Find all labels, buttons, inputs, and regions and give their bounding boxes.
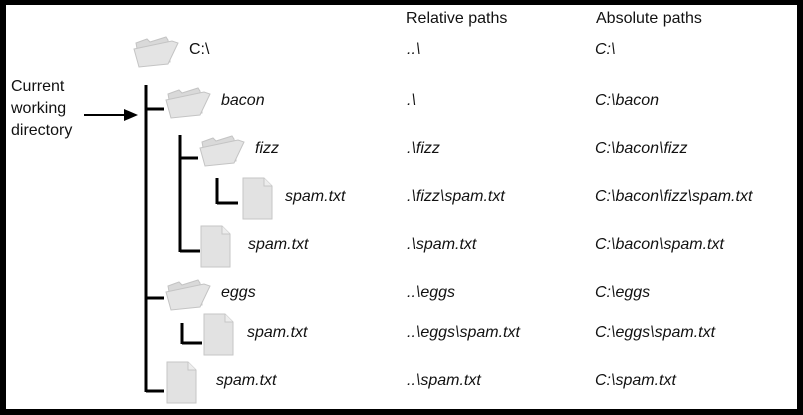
absolute-path: C:\bacon bbox=[595, 92, 660, 109]
tree-node-name: C:\ bbox=[189, 41, 210, 58]
relative-path: ..\eggs\spam.txt bbox=[407, 324, 520, 341]
relative-path: .\fizz\spam.txt bbox=[407, 188, 505, 205]
tree-node-name: spam.txt bbox=[216, 372, 277, 389]
cwd-label-line-2: working bbox=[11, 100, 67, 117]
relative-path: ..\eggs bbox=[407, 284, 456, 301]
absolute-path: C:\ bbox=[595, 41, 616, 58]
folder-icon bbox=[198, 133, 248, 172]
relative-paths-header: Relative paths bbox=[406, 10, 508, 27]
tree-lines bbox=[84, 85, 238, 393]
file-icon bbox=[200, 225, 232, 274]
folder-icon bbox=[164, 85, 214, 124]
absolute-path: C:\eggs bbox=[595, 284, 651, 301]
folder-icon bbox=[164, 277, 214, 316]
file-icon bbox=[203, 313, 235, 362]
file-icon bbox=[166, 361, 198, 409]
cwd-arrow-head bbox=[124, 109, 138, 121]
cwd-label-line-1: Current bbox=[11, 78, 65, 95]
tree-node-name: spam.txt bbox=[285, 188, 346, 205]
relative-path: ..\spam.txt bbox=[407, 372, 481, 389]
file-icon bbox=[242, 177, 274, 226]
relative-path: .\ bbox=[407, 92, 416, 109]
tree-node-name: fizz bbox=[255, 140, 279, 157]
relative-path: .\spam.txt bbox=[407, 236, 477, 253]
directory-diagram: Relative paths Absolute paths Current wo… bbox=[6, 5, 797, 409]
tree-node-name: spam.txt bbox=[248, 236, 309, 253]
tree-node-name: eggs bbox=[221, 284, 256, 301]
absolute-path: C:\bacon\fizz\spam.txt bbox=[595, 188, 753, 205]
absolute-paths-header: Absolute paths bbox=[596, 10, 702, 27]
absolute-path: C:\bacon\spam.txt bbox=[595, 236, 724, 253]
absolute-path: C:\eggs\spam.txt bbox=[595, 324, 716, 341]
relative-path: ..\ bbox=[407, 41, 421, 58]
relative-path: .\fizz bbox=[407, 140, 440, 157]
tree-node-name: bacon bbox=[221, 92, 265, 109]
tree-node-name: spam.txt bbox=[247, 324, 308, 341]
absolute-path: C:\bacon\fizz bbox=[595, 140, 688, 157]
cwd-label-line-3: directory bbox=[11, 122, 73, 139]
absolute-path: C:\spam.txt bbox=[595, 372, 676, 389]
folder-icon bbox=[132, 34, 182, 73]
